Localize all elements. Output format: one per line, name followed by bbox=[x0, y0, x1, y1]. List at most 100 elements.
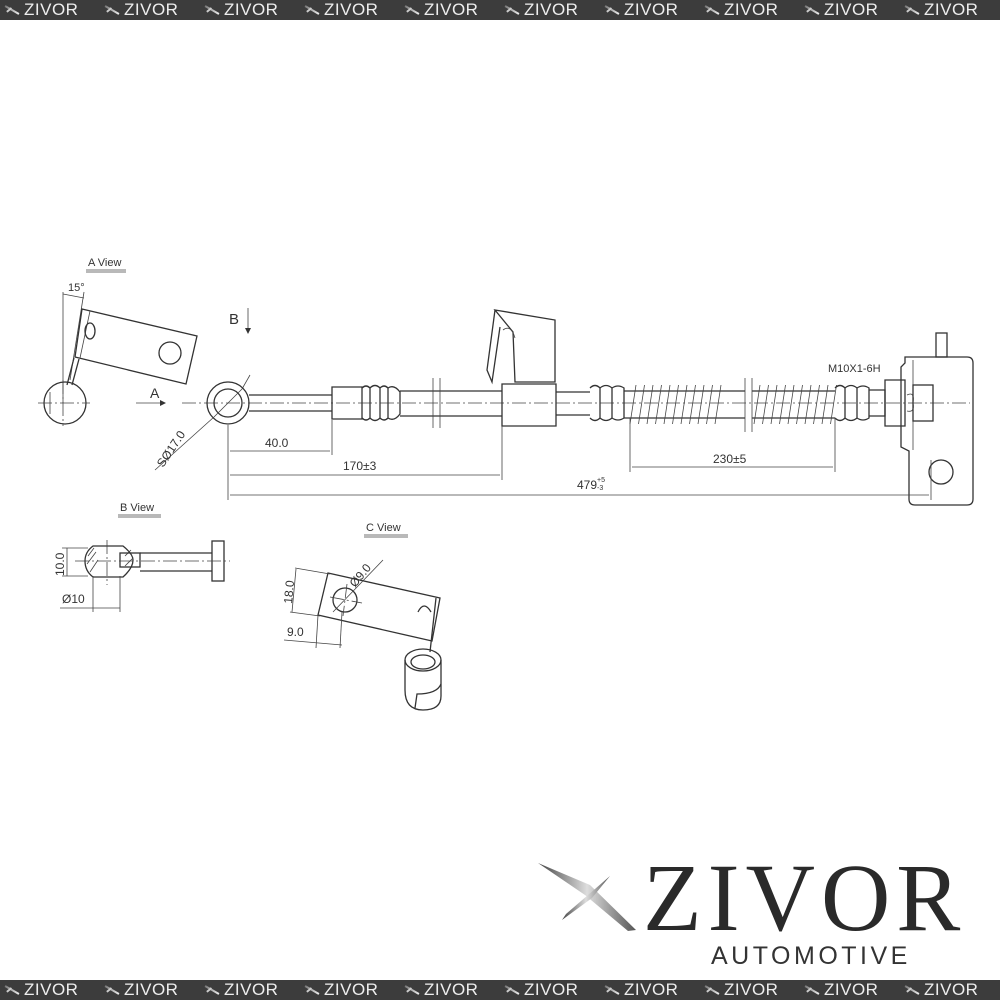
c-offset-dim: 9.0 bbox=[287, 625, 304, 639]
banner-item: ZIVOR bbox=[700, 0, 800, 20]
locating-pin bbox=[935, 332, 948, 358]
spring-coil bbox=[646, 384, 654, 425]
banner-text: ZIVOR bbox=[24, 0, 79, 19]
banner-text: ZIVOR bbox=[324, 0, 379, 19]
hex-nut bbox=[884, 379, 906, 427]
b-view: B View 10.0 Ø10 bbox=[53, 502, 230, 612]
a-view: A View 15° A bbox=[38, 257, 198, 426]
banner-text: ZIVOR bbox=[324, 980, 379, 999]
spring-coil bbox=[629, 384, 637, 425]
banner-item: ZIVOR bbox=[900, 980, 1000, 1000]
spring-coil bbox=[787, 384, 795, 425]
banjo-eye bbox=[206, 381, 250, 425]
banner-item: ZIVOR bbox=[700, 980, 800, 1000]
banner-item: ZIVOR bbox=[100, 980, 200, 1000]
logo-tagline: AUTOMOTIVE bbox=[711, 942, 911, 970]
banner-item: ZIVOR bbox=[500, 0, 600, 20]
spring-coil bbox=[697, 384, 705, 425]
banner-text: ZIVOR bbox=[424, 980, 479, 999]
zivor-logo-mark bbox=[538, 863, 636, 931]
spring-coil bbox=[779, 384, 786, 425]
banner-item: ZIVOR bbox=[0, 0, 100, 20]
banner-text: ZIVOR bbox=[224, 0, 279, 19]
top-watermark-banner: ZIVOR ZIVOR ZIVOR ZIVOR ZIVOR ZIVOR ZIVOR ZIVOR… bbox=[0, 0, 1000, 20]
arrow-a-label: A bbox=[150, 385, 160, 401]
dim-479-tol-plus: +5 bbox=[597, 477, 605, 484]
spring-coil bbox=[813, 384, 820, 425]
banner-text: ZIVOR bbox=[624, 980, 679, 999]
main-dimensions: 40.0 170±3 230±5 479 +5 -3 bbox=[227, 418, 932, 500]
a-view-bracket bbox=[74, 308, 198, 385]
banner-item: ZIVOR bbox=[200, 980, 300, 1000]
dim-230: 230±5 bbox=[713, 452, 747, 466]
spring-coil bbox=[830, 384, 837, 425]
banner-text: ZIVOR bbox=[724, 0, 779, 19]
a-view-label: A View bbox=[88, 257, 121, 269]
thread-spec-label: M10X1-6H bbox=[828, 363, 881, 375]
banner-text: ZIVOR bbox=[724, 980, 779, 999]
banner-item: ZIVOR bbox=[400, 980, 500, 1000]
spring-coil bbox=[762, 384, 769, 425]
banner-item: ZIVOR bbox=[400, 0, 500, 20]
banner-item: ZIVOR bbox=[100, 0, 200, 20]
mid-bracket-tab bbox=[493, 309, 556, 383]
banner-text: ZIVOR bbox=[124, 980, 179, 999]
c-view-banjo-ring bbox=[404, 648, 442, 711]
banner-text: ZIVOR bbox=[824, 980, 879, 999]
spring-coil bbox=[770, 384, 778, 425]
spring-coil bbox=[796, 384, 803, 425]
c-hole-dim: Ø9.0 bbox=[347, 561, 375, 590]
spring-guard bbox=[629, 384, 837, 425]
spring-coil bbox=[680, 384, 688, 425]
spring-coil bbox=[821, 384, 829, 425]
logo-brand-text: ZIVOR bbox=[643, 844, 967, 951]
c-view: C View Ø9.0 18.0 9.0 bbox=[281, 522, 442, 711]
banner-text: ZIVOR bbox=[924, 980, 979, 999]
spring-coil bbox=[672, 384, 679, 425]
c-height-dim: 18.0 bbox=[281, 579, 297, 604]
banner-text: ZIVOR bbox=[124, 0, 179, 19]
banner-text: ZIVOR bbox=[824, 0, 879, 19]
banner-item: ZIVOR bbox=[300, 980, 400, 1000]
banner-text: ZIVOR bbox=[524, 0, 579, 19]
spring-coil bbox=[706, 384, 713, 425]
banner-item: ZIVOR bbox=[300, 0, 400, 20]
banner-text: ZIVOR bbox=[624, 0, 679, 19]
banner-item: ZIVOR bbox=[600, 980, 700, 1000]
spring-coil bbox=[753, 384, 761, 425]
eye-diameter-label: SØ17.0 bbox=[154, 428, 189, 470]
dim-479: 479 bbox=[577, 478, 597, 492]
c-view-bracket bbox=[317, 572, 441, 642]
spring-coil bbox=[663, 384, 671, 425]
c-view-hole bbox=[332, 587, 358, 613]
angle-label: 15° bbox=[68, 282, 85, 294]
b-dia-dim: Ø10 bbox=[62, 592, 85, 606]
dim-170: 170±3 bbox=[343, 459, 377, 473]
spring-coil bbox=[638, 384, 645, 425]
banner-text: ZIVOR bbox=[524, 980, 579, 999]
dim-479-tol-minus: -3 bbox=[597, 485, 603, 492]
crimp-fitting bbox=[331, 386, 363, 420]
banner-item: ZIVOR bbox=[900, 0, 1000, 20]
b-height-dim: 10.0 bbox=[53, 552, 67, 576]
banner-text: ZIVOR bbox=[224, 980, 279, 999]
banner-item: ZIVOR bbox=[800, 0, 900, 20]
bottom-watermark-banner: ZIVOR ZIVOR ZIVOR ZIVOR ZIVOR ZIVOR ZIVOR ZIVOR… bbox=[0, 980, 1000, 1000]
b-view-label: B View bbox=[120, 502, 154, 514]
banner-text: ZIVOR bbox=[24, 980, 79, 999]
arrow-b-label: B bbox=[229, 311, 239, 328]
spring-coil bbox=[689, 384, 696, 425]
mounting-hole bbox=[928, 459, 954, 485]
banner-item: ZIVOR bbox=[200, 0, 300, 20]
banner-item: ZIVOR bbox=[600, 0, 700, 20]
spring-coil bbox=[655, 384, 662, 425]
main-hose-assembly: SØ17.0 M10X1-6H bbox=[154, 309, 974, 506]
dim-40: 40.0 bbox=[265, 436, 289, 450]
c-view-label: C View bbox=[366, 522, 401, 534]
end-bracket bbox=[900, 356, 974, 506]
spring-coil bbox=[714, 384, 722, 425]
banner-item: ZIVOR bbox=[800, 980, 900, 1000]
spring-coil bbox=[804, 384, 812, 425]
banner-text: ZIVOR bbox=[924, 0, 979, 19]
